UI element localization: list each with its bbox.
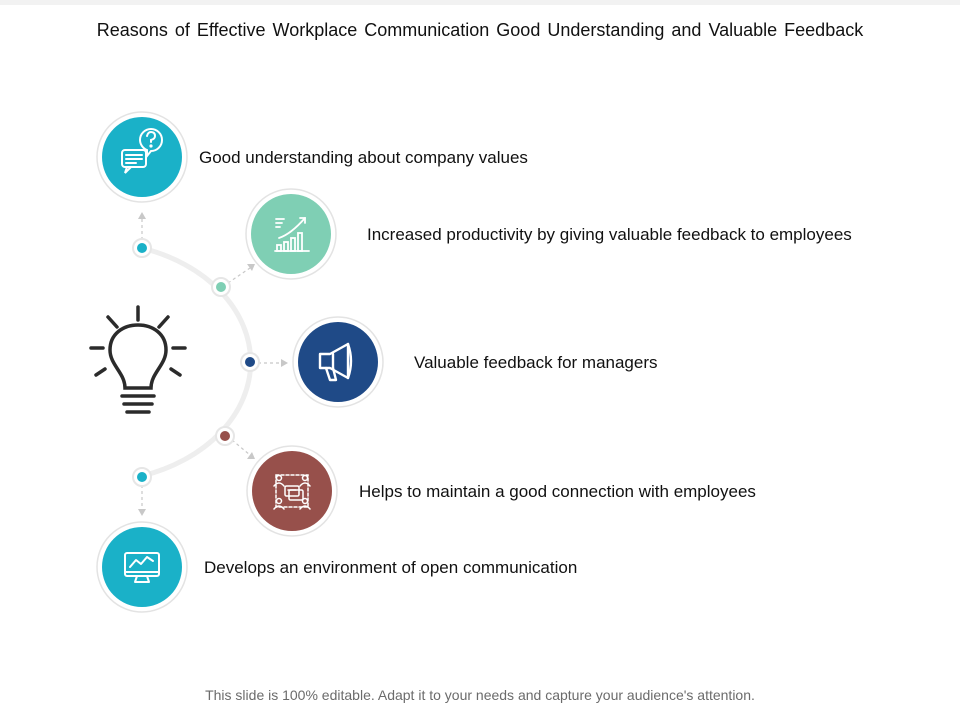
node-dot-1 [132,238,152,258]
item-circle-4 [246,445,338,537]
growth-chart-icon [274,217,310,252]
team-network-icon [273,474,311,510]
item-circle-5 [96,521,188,613]
page-title: Reasons of Effective Workplace Communica… [96,20,864,40]
top-strip [0,0,960,5]
node-dot-2 [211,277,231,297]
item-label-4: Helps to maintain a good connection with… [359,482,756,501]
monitor-chart-icon [124,552,160,583]
node-dot-3 [240,352,260,372]
node-dot-4 [215,426,235,446]
item-label-2: Increased productivity by giving valuabl… [367,225,852,244]
connector-arrows [138,212,288,516]
item-label-3: Valuable feedback for managers [414,353,658,372]
node-dot-5 [132,467,152,487]
item-label-5: Develops an environment of open communic… [204,558,578,577]
megaphone-icon [318,342,353,382]
item-label-1: Good understanding about company values [199,148,528,167]
item-circle-3 [292,316,384,408]
question-chat-icon [121,128,163,174]
item-circle-1 [96,111,188,203]
lightbulb-icon [89,305,187,414]
dashed-connectors [141,218,282,510]
item-circle-2 [245,188,337,280]
footer-note: This slide is 100% editable. Adapt it to… [205,687,755,703]
